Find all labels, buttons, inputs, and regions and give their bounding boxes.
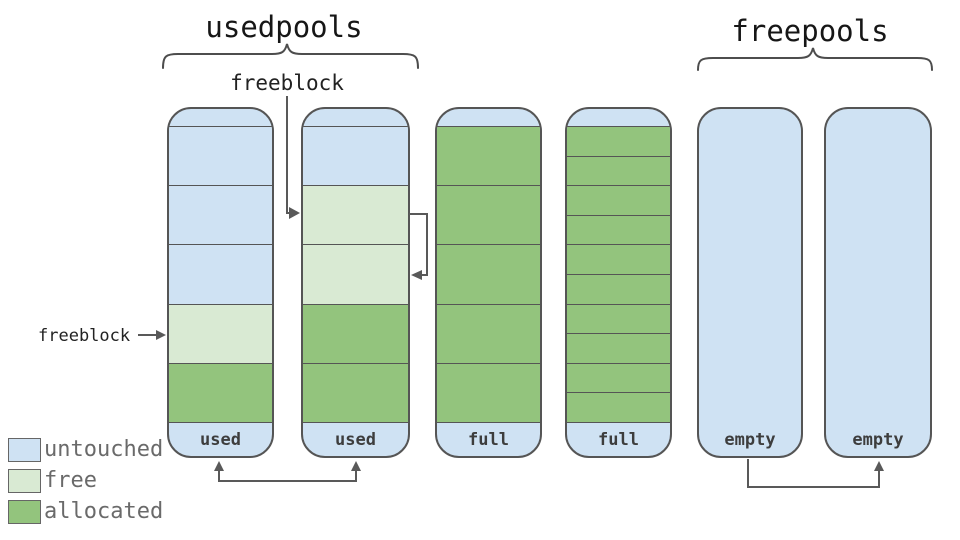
block-untouched	[169, 185, 272, 245]
block-allocated	[437, 303, 540, 363]
free-color-swatch	[8, 469, 41, 493]
usedpools-title: usedpools	[205, 10, 363, 44]
block-free	[169, 303, 272, 363]
block-allocated	[303, 362, 408, 423]
block-allocated	[567, 126, 670, 156]
block-allocated	[567, 333, 670, 363]
block-allocated	[567, 273, 670, 304]
block-allocated	[567, 392, 670, 422]
block-free	[303, 185, 408, 245]
legend: untouched free allocated	[8, 438, 163, 531]
pool-full-2: full	[565, 107, 672, 458]
block-allocated	[303, 303, 408, 363]
freepools-title: freepools	[731, 14, 889, 48]
pool-used-1: used	[167, 107, 274, 458]
pool-used-2: used	[301, 107, 410, 458]
block-allocated	[437, 185, 540, 245]
block-untouched	[169, 244, 272, 304]
block-allocated	[567, 244, 670, 274]
freeblock-list-arrowhead	[289, 207, 300, 219]
block-allocated	[567, 303, 670, 334]
pool-blocks	[567, 126, 670, 422]
block-untouched	[303, 126, 408, 186]
legend-item-free: free	[8, 469, 163, 493]
block-free	[303, 244, 408, 304]
pool-header	[169, 109, 272, 126]
legend-label-allocated: allocated	[44, 499, 164, 524]
pool-empty-1: empty	[697, 107, 803, 458]
freeblock-link-arrowhead	[411, 270, 422, 280]
block-allocated	[437, 244, 540, 304]
pool-status-label: full	[567, 422, 670, 456]
pool-blocks	[437, 126, 540, 423]
block-allocated	[437, 362, 540, 423]
usedpools-link-arrowhead-right	[351, 461, 361, 471]
usedpools-link-arrow	[218, 469, 357, 482]
freepools-link-arrowhead	[874, 461, 884, 471]
legend-label-untouched: untouched	[44, 437, 164, 462]
pool-status-label: empty	[724, 429, 776, 450]
block-allocated	[567, 155, 670, 186]
freeblock-list-arrow	[286, 96, 290, 214]
freeblock-label-left: freeblock	[38, 326, 131, 346]
legend-item-allocated: allocated	[8, 500, 163, 524]
freeblock-link-arrow	[409, 213, 428, 276]
pool-blocks	[303, 126, 408, 423]
pool-full-1: full	[435, 107, 542, 458]
pool-status-label: used	[169, 422, 272, 456]
usedpools-link-arrowhead-left	[214, 461, 224, 471]
block-allocated	[567, 214, 670, 245]
block-allocated	[169, 362, 272, 423]
pool-empty-2: empty	[824, 107, 932, 458]
freeblock-pointer-arrowhead	[156, 330, 166, 340]
pool-header	[303, 109, 408, 126]
usedpools-brace	[162, 43, 419, 69]
pool-header	[567, 109, 670, 126]
freepools-brace	[697, 47, 933, 71]
block-untouched	[169, 126, 272, 186]
allocated-color-swatch	[8, 500, 41, 524]
pool-header	[437, 109, 540, 126]
freepools-link-arrow	[747, 459, 880, 488]
pool-status-label: full	[437, 422, 540, 456]
pool-status-label: used	[303, 422, 408, 456]
pool-status-label: empty	[852, 429, 904, 450]
legend-item-untouched: untouched	[8, 438, 163, 462]
legend-label-free: free	[44, 468, 97, 493]
pool-blocks	[169, 126, 272, 423]
freeblock-label-top: freeblock	[230, 71, 344, 95]
block-allocated	[567, 362, 670, 393]
block-allocated	[437, 126, 540, 186]
untouched-color-swatch	[8, 438, 41, 462]
block-allocated	[567, 185, 670, 215]
